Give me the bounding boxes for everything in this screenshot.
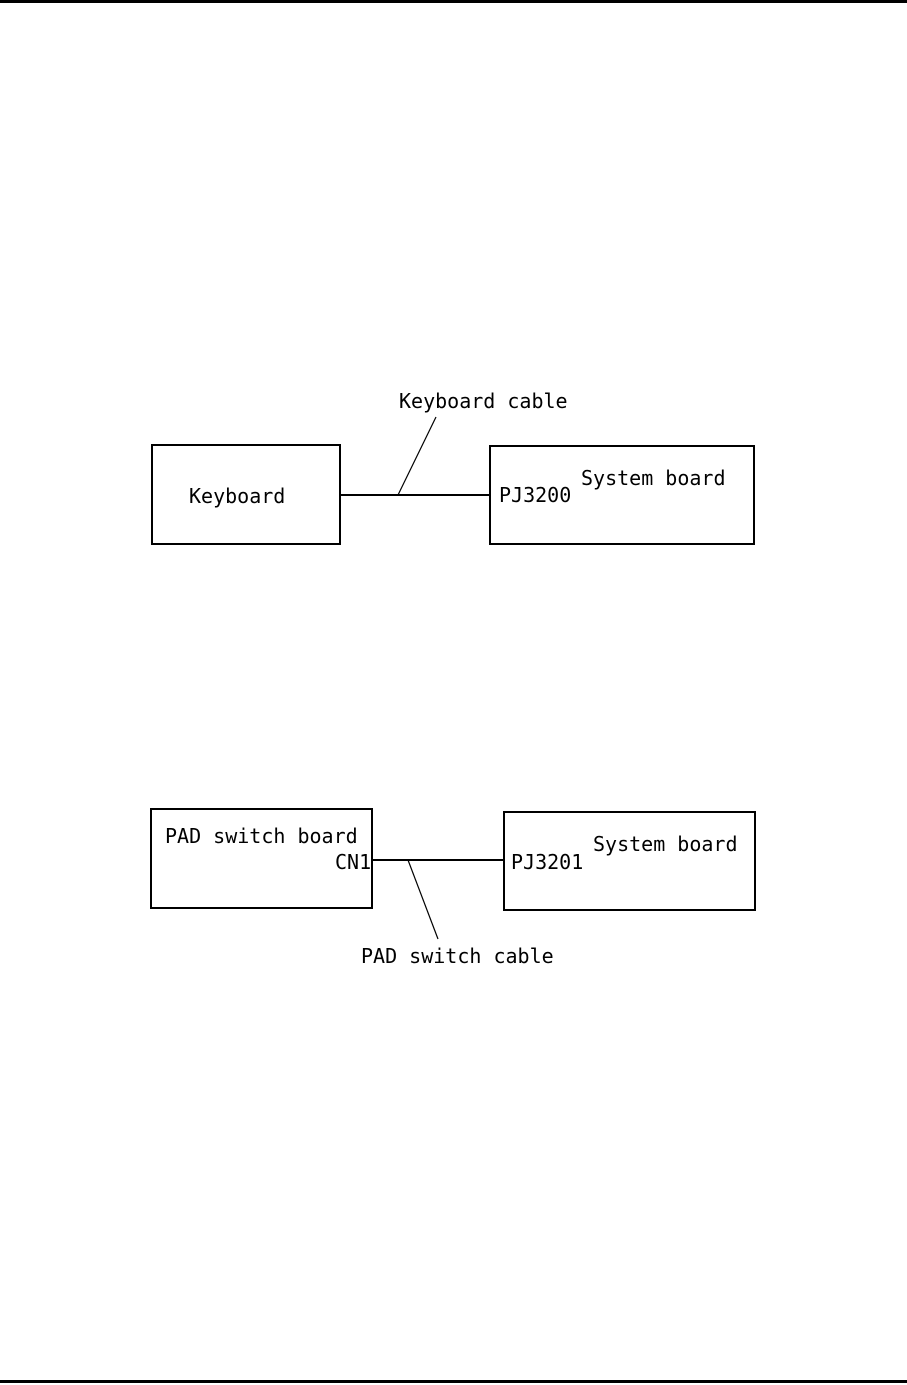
system-board-label-1: System board (581, 466, 726, 490)
keyboard-cable-diagram: Keyboard cable Keyboard PJ3200 System bo… (151, 389, 755, 545)
top-rule (0, 0, 907, 3)
pad-switch-board-label: PAD switch board (165, 824, 358, 848)
pad-switch-cable-diagram: PAD switch board CN1 PJ3201 System board… (150, 808, 756, 968)
pj3201-label: PJ3201 (511, 850, 583, 874)
keyboard-label: Keyboard (189, 484, 285, 508)
system-board-label-2: System board (593, 832, 738, 856)
keyboard-cable-label: Keyboard cable (399, 389, 568, 413)
pj3200-label: PJ3200 (499, 483, 571, 507)
cn1-label: CN1 (335, 850, 371, 874)
keyboard-cable-leader (397, 416, 437, 496)
pad-switch-cable-leader (407, 859, 439, 940)
bottom-rule (0, 1380, 907, 1383)
pad-switch-board-box (150, 808, 373, 909)
pad-switch-cable-label: PAD switch cable (361, 944, 554, 968)
